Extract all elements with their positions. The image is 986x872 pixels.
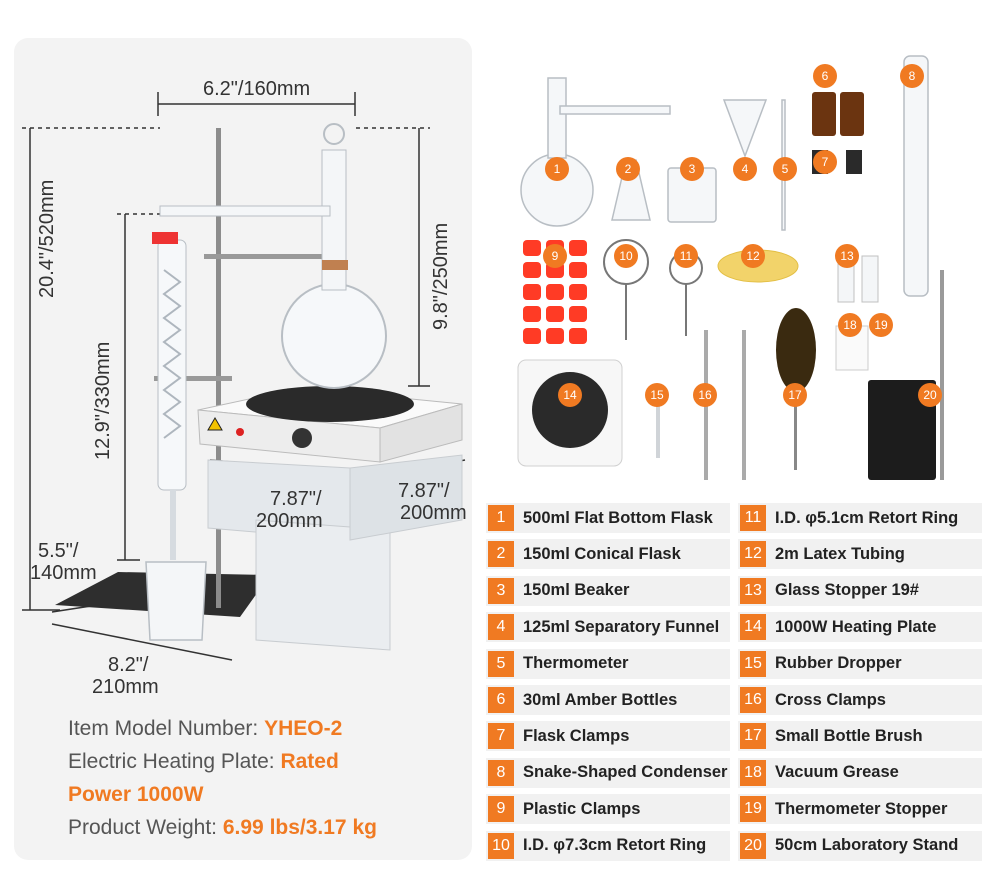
- part-number-badge: 5: [488, 650, 514, 677]
- part-item-19: 19 Thermometer Stopper: [738, 794, 982, 825]
- part-label: 50cm Laboratory Stand: [775, 836, 959, 855]
- part-marker-10: 10: [614, 244, 638, 268]
- part-number-badge: 19: [740, 796, 766, 823]
- part-item-1: 1 500ml Flat Bottom Flask: [486, 503, 730, 533]
- part-marker-14: 14: [558, 383, 582, 407]
- part-marker-8: 8: [900, 64, 924, 88]
- heating-row: Electric Heating Plate: Rated: [68, 750, 339, 773]
- part-label: 125ml Separatory Funnel: [523, 617, 720, 636]
- part-label: 150ml Beaker: [523, 581, 630, 600]
- part-number-badge: 17: [740, 723, 766, 750]
- part-item-9: 9 Plastic Clamps: [486, 794, 730, 825]
- part-item-17: 17 Small Bottle Brush: [738, 721, 982, 752]
- part-marker-1: 1: [545, 157, 569, 181]
- part-item-11: 11 I.D. φ5.1cm Retort Ring: [738, 503, 982, 533]
- part-marker-7: 7: [813, 150, 837, 174]
- part-marker-5: 5: [773, 157, 797, 181]
- part-label: 150ml Conical Flask: [523, 544, 681, 563]
- part-marker-9: 9: [543, 244, 567, 268]
- part-number-badge: 13: [740, 577, 766, 604]
- part-number-badge: 11: [740, 505, 766, 531]
- dim-base-depth: 5.5"/: [38, 540, 79, 562]
- part-number-badge: 15: [740, 650, 766, 677]
- part-item-18: 18 Vacuum Grease: [738, 757, 982, 788]
- part-marker-15: 15: [645, 383, 669, 407]
- dim-base-width-b: 210mm: [92, 676, 159, 698]
- part-number-badge: 16: [740, 687, 766, 713]
- part-item-3: 3 150ml Beaker: [486, 575, 730, 606]
- part-marker-16: 16: [693, 383, 717, 407]
- part-label: Cross Clamps: [775, 690, 886, 709]
- dim-plate-width-2: 7.87"/: [398, 480, 450, 502]
- part-number-badge: 14: [740, 614, 766, 641]
- part-label: 30ml Amber Bottles: [523, 690, 678, 709]
- part-number-badge: 6: [488, 687, 514, 713]
- part-item-12: 12 2m Latex Tubing: [738, 539, 982, 570]
- part-marker-17: 17: [783, 383, 807, 407]
- part-item-16: 16 Cross Clamps: [738, 685, 982, 715]
- part-item-8: 8 Snake-Shaped Condenser: [486, 757, 730, 788]
- part-number-badge: 7: [488, 723, 514, 750]
- part-item-4: 4 125ml Separatory Funnel: [486, 612, 730, 643]
- part-number-badge: 10: [488, 832, 514, 859]
- model-row: Item Model Number: YHEO-2: [68, 717, 343, 740]
- part-label: Plastic Clamps: [523, 799, 641, 818]
- part-label: I.D. φ5.1cm Retort Ring: [775, 508, 959, 527]
- part-item-20: 20 50cm Laboratory Stand: [738, 830, 982, 861]
- part-number-badge: 1: [488, 505, 514, 531]
- part-label: Vacuum Grease: [775, 763, 899, 782]
- part-item-6: 6 30ml Amber Bottles: [486, 685, 730, 715]
- part-item-5: 5 Thermometer: [486, 648, 730, 679]
- dim-plate-width-2b: 200mm: [400, 502, 467, 524]
- part-label: Thermometer Stopper: [775, 799, 948, 818]
- part-number-badge: 4: [488, 614, 514, 641]
- part-label: 500ml Flat Bottom Flask: [523, 508, 713, 527]
- product-specs: Item Model Number: YHEO-2 Electric Heati…: [68, 712, 468, 844]
- part-number-badge: 3: [488, 577, 514, 604]
- part-marker-3: 3: [680, 157, 704, 181]
- part-marker-20: 20: [918, 383, 942, 407]
- dim-plate-width-1: 7.87"/: [270, 488, 322, 510]
- part-number-badge: 18: [740, 759, 766, 786]
- part-number-badge: 9: [488, 796, 514, 823]
- part-item-7: 7 Flask Clamps: [486, 721, 730, 752]
- part-label: 1000W Heating Plate: [775, 617, 937, 636]
- part-item-2: 2 150ml Conical Flask: [486, 539, 730, 570]
- part-marker-13: 13: [835, 244, 859, 268]
- part-number-badge: 12: [740, 541, 766, 568]
- part-label: Snake-Shaped Condenser: [523, 763, 728, 782]
- part-label: Glass Stopper 19#: [775, 581, 919, 600]
- dim-base-width: 8.2"/: [108, 654, 149, 676]
- dim-flask-height: 9.8"/250mm: [430, 222, 452, 330]
- part-item-15: 15 Rubber Dropper: [738, 648, 982, 679]
- dim-base-depth-b: 140mm: [30, 562, 97, 584]
- part-marker-19: 19: [869, 313, 893, 337]
- part-number-badge: 20: [740, 832, 766, 859]
- part-number-badge: 2: [488, 541, 514, 568]
- part-label: 2m Latex Tubing: [775, 544, 905, 563]
- weight-row: Product Weight: 6.99 lbs/3.17 kg: [68, 816, 377, 839]
- part-item-10: 10 I.D. φ7.3cm Retort Ring: [486, 830, 730, 861]
- dim-top-width: 6.2"/160mm: [203, 78, 311, 100]
- part-marker-4: 4: [733, 157, 757, 181]
- part-item-14: 14 1000W Heating Plate: [738, 612, 982, 643]
- part-marker-6: 6: [813, 64, 837, 88]
- part-marker-11: 11: [674, 244, 698, 268]
- part-label: Small Bottle Brush: [775, 726, 923, 745]
- part-marker-12: 12: [741, 244, 765, 268]
- part-marker-2: 2: [616, 157, 640, 181]
- part-label: Rubber Dropper: [775, 654, 902, 673]
- dim-total-height: 20.4"/520mm: [36, 179, 58, 298]
- part-marker-18: 18: [838, 313, 862, 337]
- dim-plate-width-1b: 200mm: [256, 510, 323, 532]
- dim-mid-height: 12.9"/330mm: [92, 341, 114, 460]
- part-label: Thermometer: [523, 654, 629, 673]
- part-label: I.D. φ7.3cm Retort Ring: [523, 836, 707, 855]
- part-item-13: 13 Glass Stopper 19#: [738, 575, 982, 606]
- heating-row-2: Power 1000W: [68, 783, 204, 806]
- part-label: Flask Clamps: [523, 726, 630, 745]
- part-number-badge: 8: [488, 759, 514, 786]
